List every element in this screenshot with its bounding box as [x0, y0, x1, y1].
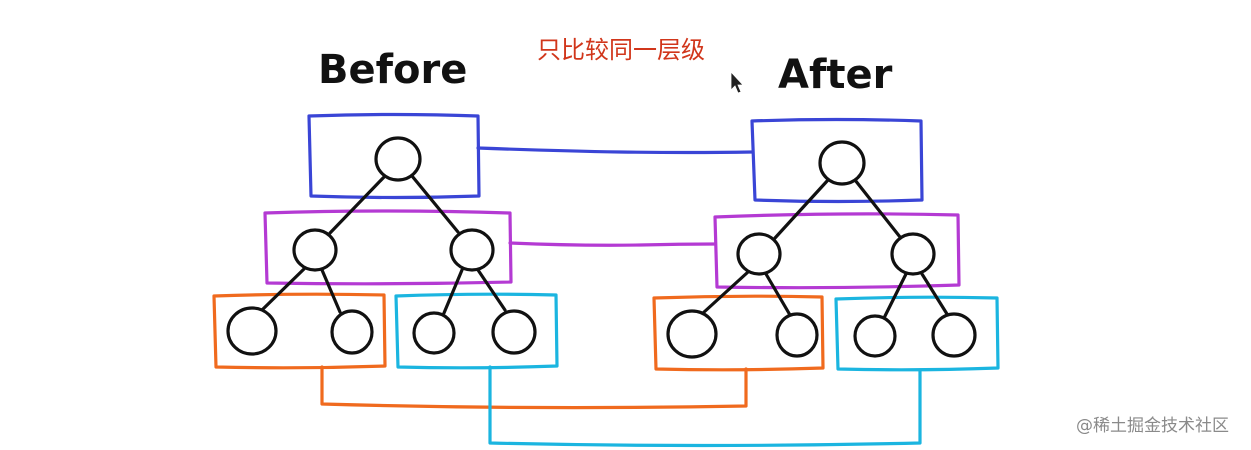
tree-node [775, 312, 819, 358]
tree-edge [410, 174, 460, 234]
before-label: Before [318, 47, 467, 93]
tree-node [449, 228, 495, 272]
tree-edge [328, 174, 387, 235]
tree-node [666, 309, 718, 359]
after-level1-box [750, 117, 924, 204]
mouse-pointer-icon [730, 70, 744, 94]
tree-node [931, 312, 977, 358]
tree-edge [764, 272, 792, 317]
level2-link [508, 241, 717, 247]
tree-node [292, 228, 338, 272]
caption-text: 只比较同一层级 [537, 36, 705, 64]
tree-edge [773, 178, 830, 240]
before-level1-box [307, 112, 481, 200]
tree-node [491, 309, 537, 355]
before-left-subtree-box [212, 292, 387, 370]
tree-node [818, 140, 866, 186]
before-right-subtree-box [394, 292, 559, 370]
tree-edge [701, 270, 750, 315]
tree-edge [853, 178, 902, 239]
before-tree [226, 136, 537, 356]
left-subtree-link [320, 365, 748, 410]
tree-edge [260, 266, 307, 312]
watermark-text: @稀土掘金技术社区 [1076, 416, 1229, 436]
tree-node [853, 314, 897, 358]
after-tree [666, 140, 977, 359]
tree-node [412, 311, 456, 355]
tree-node [226, 306, 278, 356]
right-subtree-link [488, 365, 922, 448]
tree-node [890, 232, 936, 276]
tree-edge [883, 272, 908, 318]
tree-edge [476, 268, 507, 312]
after-right-subtree-box [834, 295, 1000, 372]
level1-link [476, 146, 754, 155]
after-label: After [778, 52, 893, 98]
tree-edge [920, 272, 949, 316]
tree-node [374, 136, 422, 182]
tree-node [330, 309, 374, 355]
tree-edge [442, 268, 464, 315]
after-left-subtree-box [652, 294, 825, 372]
before-level2-box [263, 209, 513, 286]
tree-edge [320, 268, 342, 314]
tree-node [736, 232, 782, 276]
